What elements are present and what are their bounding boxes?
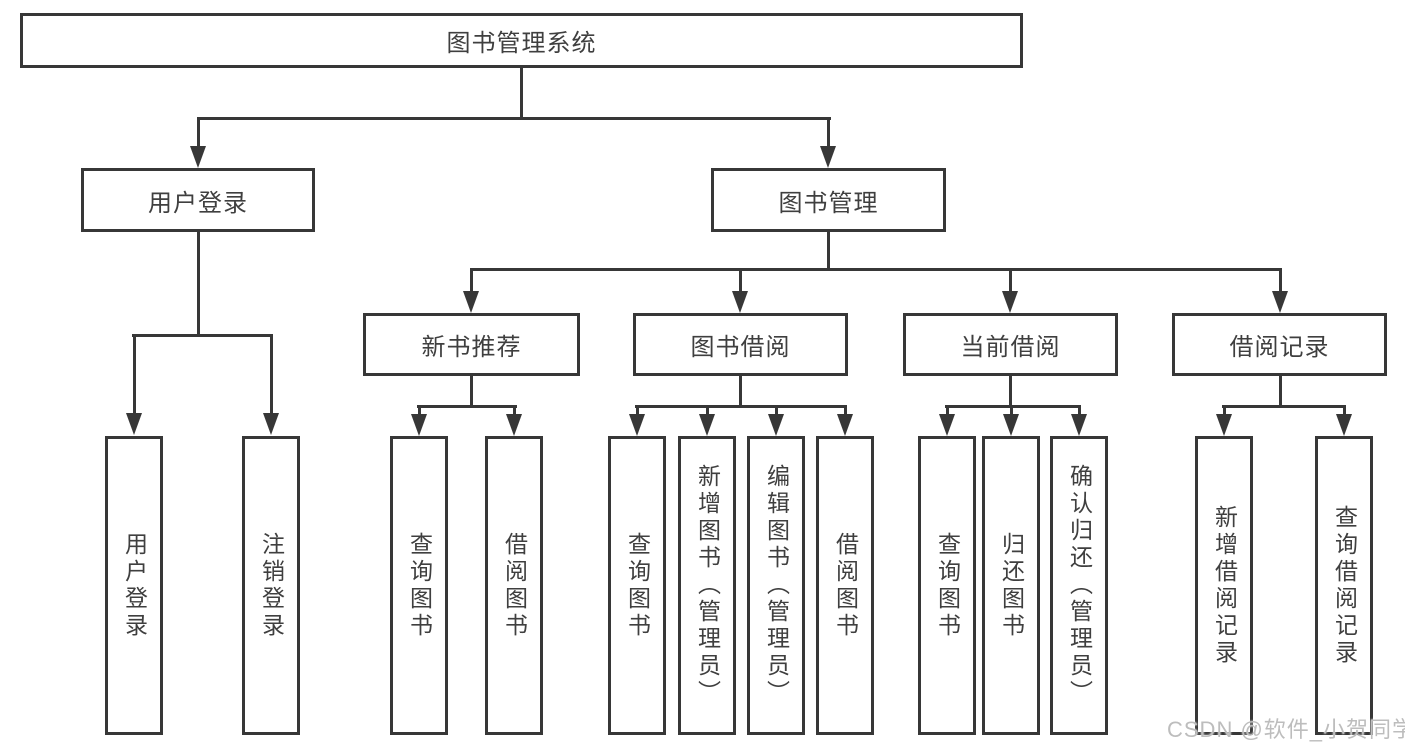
leaf-query-borrow-record-label: 查询借阅记录 xyxy=(1331,504,1358,667)
connector-line xyxy=(470,376,473,407)
connector-line xyxy=(197,232,200,336)
leaf-add-borrow-record-label: 新增借阅记录 xyxy=(1211,504,1238,667)
node-book-borrow: 图书借阅 xyxy=(633,313,848,376)
arrowhead-down xyxy=(699,414,715,436)
arrowhead-down xyxy=(837,414,853,436)
node-book-management-label: 图书管理 xyxy=(778,189,879,217)
arrowhead-down xyxy=(629,414,645,436)
arrowhead-down xyxy=(1071,414,1087,436)
node-new-book-recommend: 新书推荐 xyxy=(363,313,580,376)
arrowhead-down xyxy=(1216,414,1232,436)
leaf-rec-query-books-label: 查询图书 xyxy=(406,531,433,640)
arrowhead-down xyxy=(1002,291,1018,313)
node-current-borrow-label: 当前借阅 xyxy=(960,334,1061,361)
connector-line xyxy=(1279,376,1282,407)
connector-line xyxy=(197,117,831,120)
leaf-return-books: 归还图书 xyxy=(982,436,1040,735)
leaf-current-query-books-label: 查询图书 xyxy=(934,531,961,640)
connector-line xyxy=(270,334,273,415)
connector-line xyxy=(635,405,847,408)
connector-line xyxy=(827,232,830,270)
leaf-user-login: 用户登录 xyxy=(105,436,163,735)
connector-line xyxy=(775,405,778,417)
leaf-rec-borrow-books-label: 借阅图书 xyxy=(501,531,528,640)
arrowhead-down xyxy=(732,291,748,313)
connector-line xyxy=(418,405,421,417)
leaf-edit-books-admin: 编辑图书（管理员） xyxy=(747,436,805,735)
leaf-borrow-books-label: 借阅图书 xyxy=(832,531,859,640)
arrowhead-down xyxy=(820,146,836,168)
csdn-watermark: CSDN @软件_小贺同学 xyxy=(1167,717,1405,742)
connector-line xyxy=(706,405,709,417)
node-borrow-records: 借阅记录 xyxy=(1172,313,1387,376)
connector-line xyxy=(520,68,523,119)
leaf-confirm-return-admin-label: 确认归还（管理员） xyxy=(1066,464,1093,707)
leaf-user-login-label: 用户登录 xyxy=(121,531,148,640)
connector-line xyxy=(844,405,847,417)
node-user-login-label: 用户登录 xyxy=(148,189,248,217)
node-new-book-recommend-label: 新书推荐 xyxy=(421,334,522,361)
arrowhead-down xyxy=(506,414,522,436)
node-borrow-records-label: 借阅记录 xyxy=(1229,334,1330,361)
arrowhead-down xyxy=(463,291,479,313)
node-user-login: 用户登录 xyxy=(81,168,315,232)
leaf-logout: 注销登录 xyxy=(242,436,300,735)
leaf-query-borrow-record: 查询借阅记录 xyxy=(1315,436,1373,735)
connector-line xyxy=(946,405,949,417)
connector-line xyxy=(1279,268,1282,292)
connector-line xyxy=(133,334,136,415)
connector-line xyxy=(739,268,742,292)
connector-line xyxy=(1222,405,1346,408)
leaf-rec-borrow-books: 借阅图书 xyxy=(485,436,543,735)
leaf-add-books-admin-label: 新增图书（管理员） xyxy=(694,464,721,707)
connector-line xyxy=(1343,405,1346,417)
arrowhead-down xyxy=(411,414,427,436)
connector-line xyxy=(739,376,742,407)
leaf-add-borrow-record: 新增借阅记录 xyxy=(1195,436,1253,735)
leaf-return-books-label: 归还图书 xyxy=(998,531,1025,640)
arrowhead-down xyxy=(263,413,279,435)
arrowhead-down xyxy=(1272,291,1288,313)
connector-line xyxy=(197,117,200,147)
connector-line xyxy=(945,405,1081,408)
node-root-label: 图书管理系统 xyxy=(446,30,597,57)
node-book-management: 图书管理 xyxy=(711,168,946,232)
arrowhead-down xyxy=(939,414,955,436)
node-book-borrow-label: 图书借阅 xyxy=(690,334,791,361)
leaf-borrow-books: 借阅图书 xyxy=(816,436,874,735)
connector-line xyxy=(513,405,516,417)
leaf-borrow-query-books-label: 查询图书 xyxy=(624,531,651,640)
connector-line xyxy=(1009,268,1012,292)
node-root-system: 图书管理系统 xyxy=(20,13,1023,68)
connector-line xyxy=(827,117,830,147)
connector-line xyxy=(417,405,517,408)
node-current-borrow: 当前借阅 xyxy=(903,313,1118,376)
connector-line xyxy=(470,268,1282,271)
leaf-rec-query-books: 查询图书 xyxy=(390,436,448,735)
leaf-add-books-admin: 新增图书（管理员） xyxy=(678,436,736,735)
leaf-current-query-books: 查询图书 xyxy=(918,436,976,735)
arrowhead-down xyxy=(190,146,206,168)
leaf-confirm-return-admin: 确认归还（管理员） xyxy=(1050,436,1108,735)
connector-line xyxy=(1009,376,1012,407)
arrowhead-down xyxy=(1336,414,1352,436)
connector-line xyxy=(132,334,273,337)
leaf-borrow-query-books: 查询图书 xyxy=(608,436,666,735)
leaf-logout-label: 注销登录 xyxy=(258,531,285,640)
connector-line xyxy=(470,268,473,292)
connector-line xyxy=(636,405,639,417)
arrowhead-down xyxy=(126,413,142,435)
connector-line xyxy=(1223,405,1226,417)
arrowhead-down xyxy=(1003,414,1019,436)
arrowhead-down xyxy=(768,414,784,436)
connector-line xyxy=(1078,405,1081,417)
leaf-edit-books-admin-label: 编辑图书（管理员） xyxy=(763,464,790,707)
connector-line xyxy=(1010,405,1013,417)
